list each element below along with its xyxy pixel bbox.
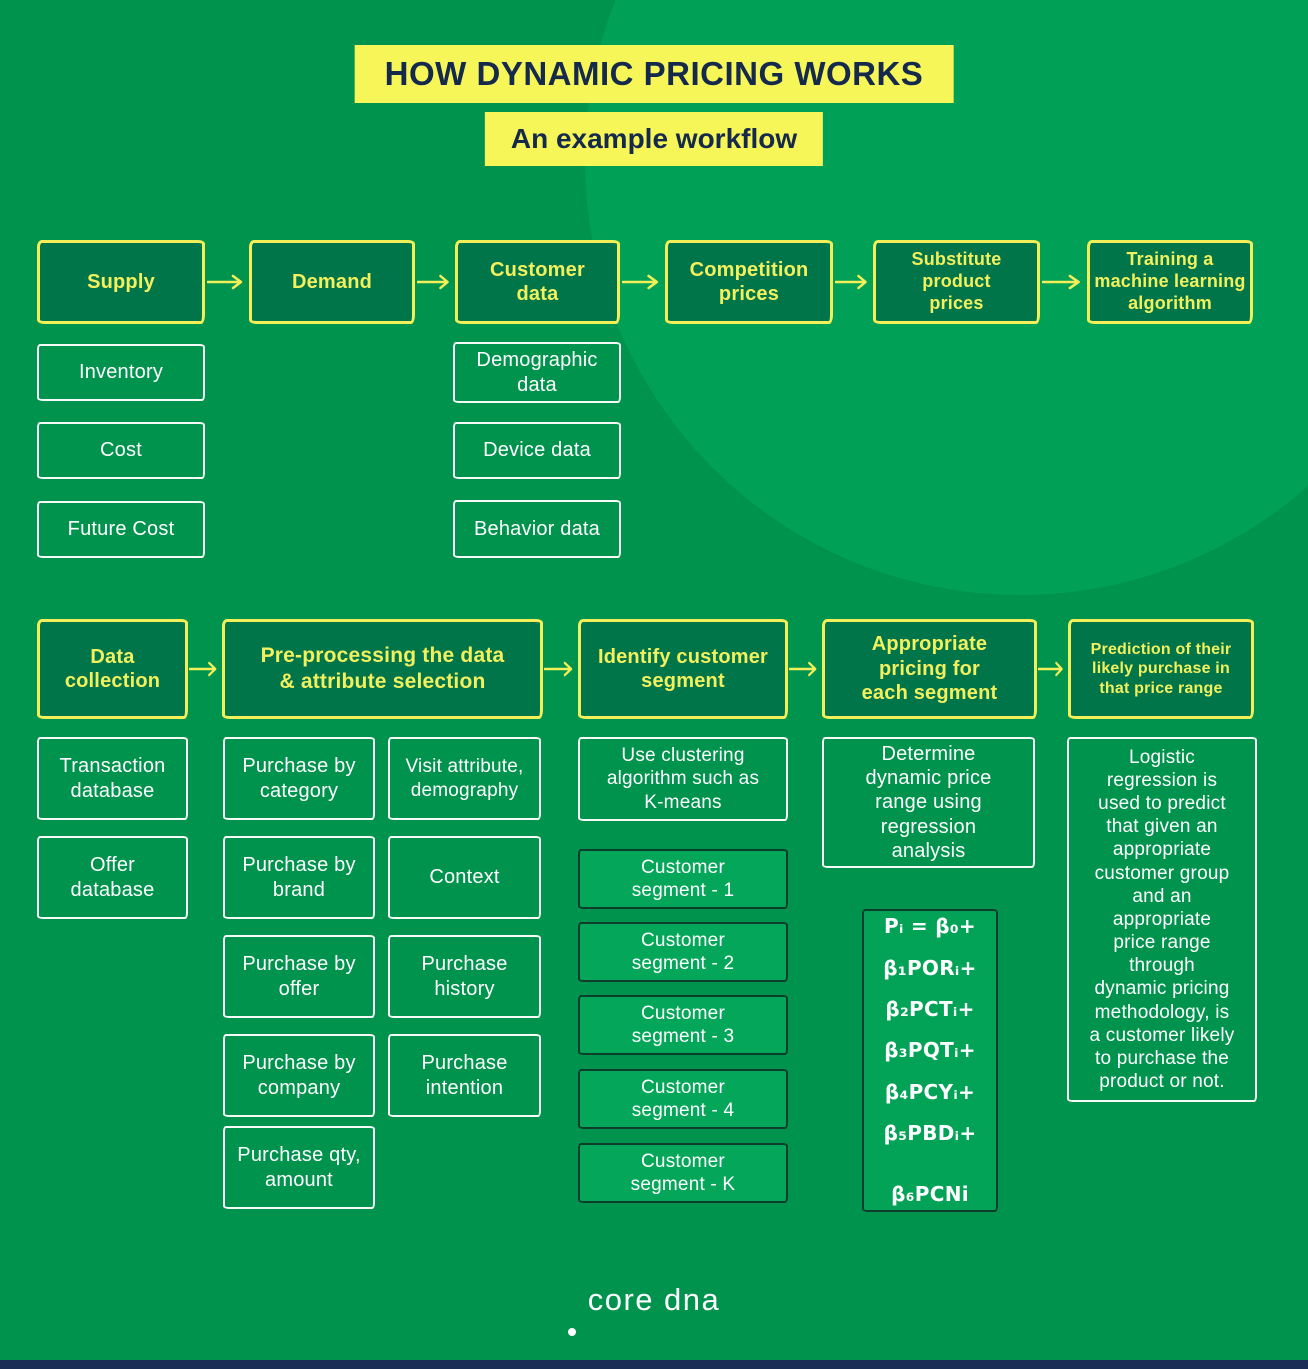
flow1-step-training-ml-algorithm: Training a machine learning algorithm (1087, 240, 1253, 324)
flow1-step-demand: Demand (249, 240, 415, 324)
supply-item-future-cost: Future Cost (37, 501, 205, 558)
customer-segment-4-box: Customer segment - 4 (578, 1069, 788, 1129)
flow1-step-substitute-product-prices: Substitute product prices (873, 240, 1040, 324)
formula-line-2: β₁PORᵢ+ (883, 955, 977, 980)
flow-arrow-icon (207, 273, 247, 291)
preprocessing-item-purchase-by-category: Purchase by category (223, 737, 375, 820)
supply-item-cost: Cost (37, 422, 205, 479)
logo-text-dna: dna (664, 1282, 721, 1317)
flow-arrow-icon (835, 273, 871, 291)
page-title: HOW DYNAMIC PRICING WORKS (354, 45, 954, 103)
footer-accent-bar (0, 1360, 1308, 1369)
customer-segment-2-box: Customer segment - 2 (578, 922, 788, 982)
preprocessing-item-context: Context (388, 836, 541, 919)
flow2-step-prediction: Prediction of their likely purchase in t… (1068, 619, 1254, 719)
customer-segment-1-box: Customer segment - 1 (578, 849, 788, 909)
flow1-step-supply: Supply (37, 240, 205, 324)
customer-data-item-demographic: Demographic data (453, 342, 621, 403)
formula-line-7: β₆PCNi (891, 1182, 969, 1207)
logo-dot-icon (568, 1328, 576, 1336)
flow-arrow-icon (544, 660, 576, 678)
regression-formula-box: Pᵢ = β₀+ β₁PORᵢ+ β₂PCTᵢ+ β₃PQTᵢ+ β₄PCYᵢ+… (862, 909, 998, 1212)
flow2-step-preprocessing: Pre-processing the data & attribute sele… (222, 619, 543, 719)
flow1-step-customer-data: Customer data (455, 240, 620, 324)
formula-line-4: β₃PQTᵢ+ (884, 1038, 976, 1063)
logo-text-core: core (587, 1282, 655, 1317)
preprocessing-item-purchase-by-company: Purchase by company (223, 1034, 375, 1117)
flow-arrow-icon (789, 660, 820, 678)
customer-data-item-behavior: Behavior data (453, 500, 621, 558)
supply-item-inventory: Inventory (37, 344, 205, 401)
flow2-step-appropriate-pricing: Appropriate pricing for each segment (822, 619, 1037, 719)
customer-segment-3-box: Customer segment - 3 (578, 995, 788, 1055)
customer-data-item-device: Device data (453, 422, 621, 479)
flow2-step-data-collection: Data collection (37, 619, 188, 719)
flow-arrow-icon (189, 660, 220, 678)
preprocessing-item-purchase-history: Purchase history (388, 935, 541, 1018)
customer-segment-k-box: Customer segment - K (578, 1143, 788, 1203)
flow-arrow-icon (1042, 273, 1085, 291)
page-subtitle: An example workflow (484, 112, 824, 166)
flow-arrow-icon (417, 273, 453, 291)
formula-line-6: β₅PBDᵢ+ (883, 1121, 977, 1146)
formula-line-3: β₂PCTᵢ+ (885, 996, 975, 1021)
formula-line-5: β₄PCYᵢ+ (884, 1079, 976, 1104)
preprocessing-item-purchase-qty-amount: Purchase qty, amount (223, 1126, 375, 1209)
pricing-note-box: Determine dynamic price range using regr… (822, 737, 1035, 868)
preprocessing-item-purchase-by-offer: Purchase by offer (223, 935, 375, 1018)
preprocessing-item-purchase-by-brand: Purchase by brand (223, 836, 375, 919)
flow1-step-competition-prices: Competition prices (665, 240, 833, 324)
preprocessing-item-visit-attribute-demography: Visit attribute, demography (388, 737, 541, 820)
prediction-note-box: Logistic regression is used to predict t… (1067, 737, 1257, 1102)
flow2-step-identify-segment: Identify customer segment (578, 619, 788, 719)
flow-arrow-icon (1038, 660, 1066, 678)
clustering-note-box: Use clustering algorithm such as K-means (578, 737, 788, 821)
formula-line-1: Pᵢ = β₀+ (884, 914, 976, 939)
preprocessing-item-purchase-intention: Purchase intention (388, 1034, 541, 1117)
data-collection-item-transaction-db: Transaction database (37, 737, 188, 820)
data-collection-item-offer-db: Offer database (37, 836, 188, 919)
flow-arrow-icon (622, 273, 663, 291)
